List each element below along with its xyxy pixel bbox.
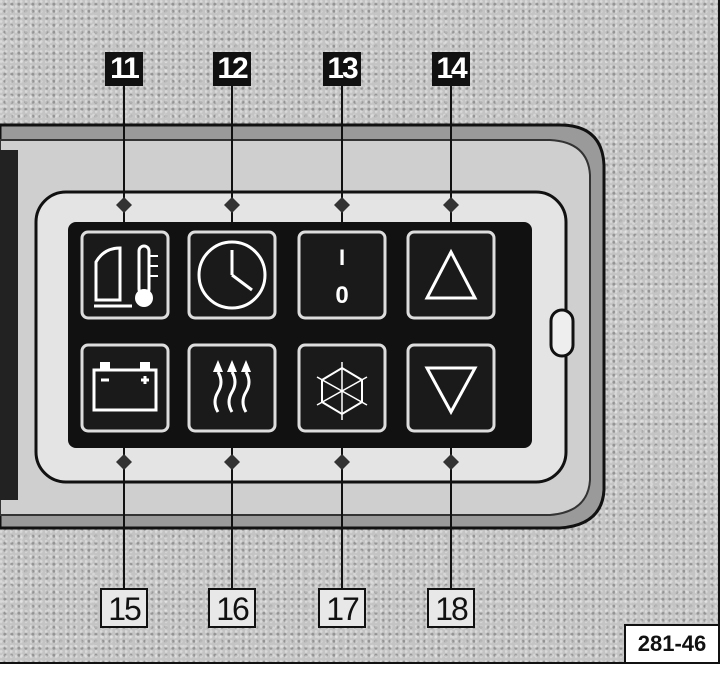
down-button[interactable]	[406, 343, 496, 433]
callout-12: 12	[213, 52, 251, 86]
bezel-arrows	[116, 197, 459, 470]
engine-temp-button[interactable]	[80, 230, 170, 320]
display-edge	[0, 150, 18, 500]
triangle-down-icon	[424, 366, 478, 416]
on-label: I	[339, 245, 345, 270]
on-off-button[interactable]: I 0	[297, 230, 387, 320]
clock-icon	[197, 240, 267, 310]
battery-button[interactable]	[80, 343, 170, 433]
figure-reference-label: 281-46	[624, 624, 718, 662]
climate-button[interactable]	[297, 343, 387, 433]
callout-18: 18	[427, 588, 475, 628]
callout-17: 17	[318, 588, 366, 628]
battery-icon	[92, 368, 158, 412]
up-button[interactable]	[406, 230, 496, 320]
clock-button[interactable]	[187, 230, 277, 320]
panel-illustration: I 0	[0, 84, 606, 592]
callout-14: 14	[432, 52, 470, 86]
heater-button[interactable]	[187, 343, 277, 433]
callout-15: 15	[100, 588, 148, 628]
callout-11: 11	[105, 52, 143, 86]
mounting-slot	[549, 308, 575, 358]
callout-13: 13	[323, 52, 361, 86]
triangle-up-icon	[424, 248, 478, 300]
off-label: 0	[335, 282, 348, 309]
callout-16: 16	[208, 588, 256, 628]
control-panel-figure: I 0	[0, 0, 720, 664]
